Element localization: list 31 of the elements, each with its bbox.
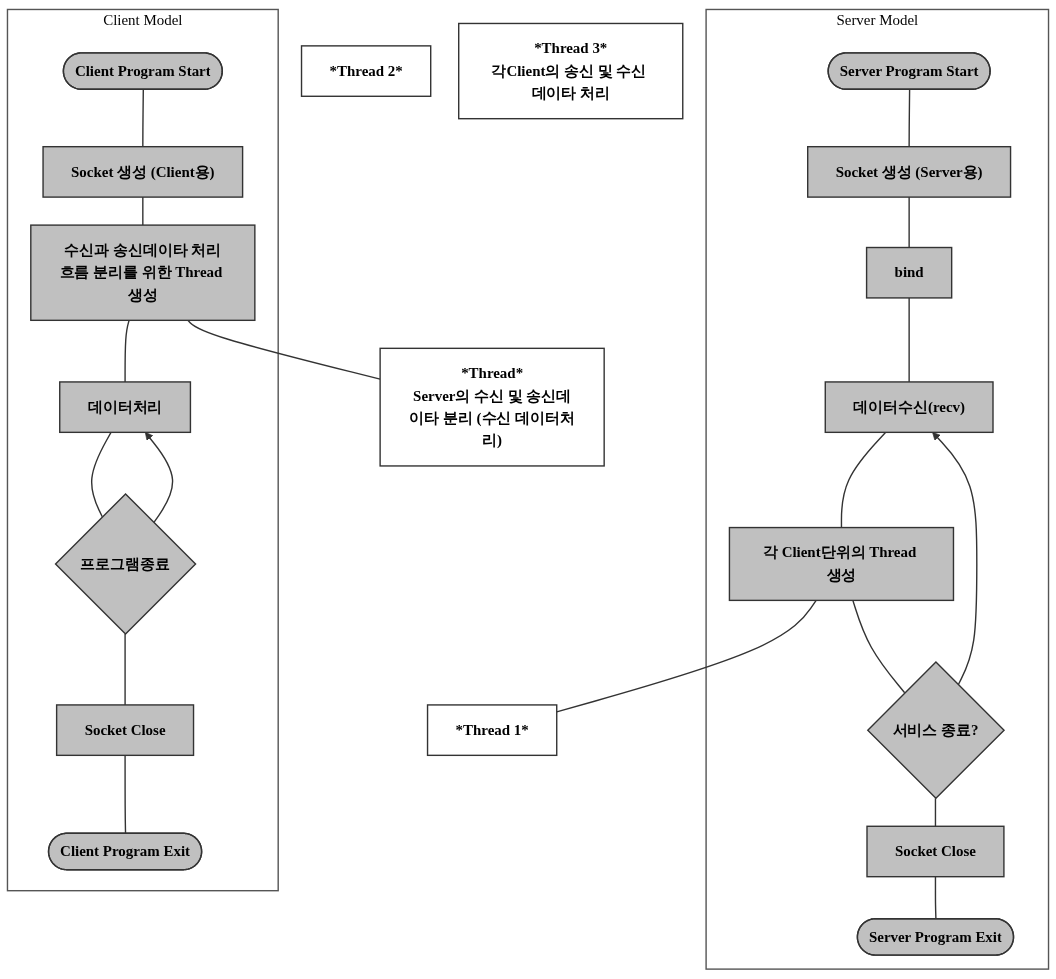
node-box: 데이터수신(recv) — [824, 381, 994, 434]
arrow — [932, 432, 978, 686]
connector — [908, 89, 911, 148]
connector — [142, 196, 144, 226]
connector — [124, 754, 127, 835]
node-box: bind — [865, 247, 953, 299]
connector — [840, 431, 887, 529]
connector — [142, 89, 144, 148]
node-box: *Thread 1* — [426, 704, 558, 757]
connector — [908, 297, 910, 383]
connector — [934, 797, 937, 828]
connector — [124, 319, 130, 383]
arrow — [144, 432, 174, 524]
node-box: *Thread* Server의 수신 및 송신데이타 분리 (수신 데이터처리) — [379, 347, 605, 467]
node-box: 각 Client단위의 Thread 생성 — [728, 527, 955, 602]
connector — [852, 599, 906, 694]
connector — [124, 633, 126, 706]
connector — [187, 319, 381, 380]
node-box: 수신과 송신데이타 처리흐름 분리를 위한 Thread 생성 — [30, 224, 256, 322]
node-box: 데이터처리 — [59, 381, 192, 434]
node-box: *Thread 3* 각Client의 송신 및 수신 데이타 처리 — [458, 22, 684, 120]
node-diamond: 프로그램종료 — [54, 493, 197, 636]
node-box: *Thread 2* — [300, 45, 432, 98]
node-box: Socket Close — [866, 825, 1005, 878]
connector — [908, 196, 910, 249]
node-diamond: 서비스 종료? — [866, 661, 1006, 800]
connector — [556, 599, 817, 713]
node-box: Socket 생성 (Client용) — [42, 146, 244, 198]
node-box: Socket Close — [55, 704, 195, 757]
node-box: Socket 생성 (Server용) — [807, 146, 1012, 198]
connector — [90, 431, 112, 518]
